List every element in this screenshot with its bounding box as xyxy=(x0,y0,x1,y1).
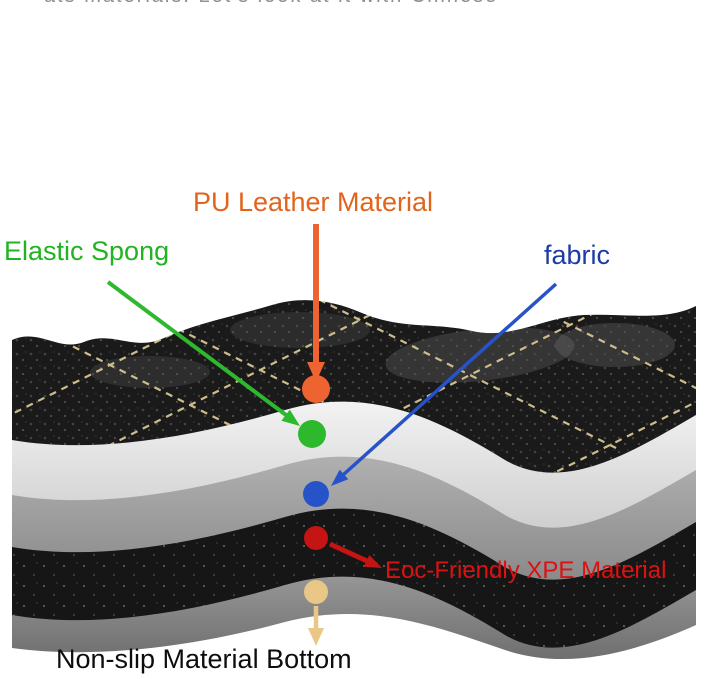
xpe-arrowhead xyxy=(363,555,382,568)
bottom-arrowhead xyxy=(308,628,324,646)
xpe-arrow-line xyxy=(328,541,369,564)
xpe-dot xyxy=(304,526,328,550)
elastic-sponge-label: Elastic Spong xyxy=(4,236,170,266)
non-slip-bottom-label: Non-slip Material Bottom xyxy=(56,644,352,674)
fabric-arrowhead xyxy=(331,469,349,486)
pu-leather-label: PU Leather Material xyxy=(192,187,434,217)
sponge-arrowhead xyxy=(281,409,300,426)
fabric-dot xyxy=(303,481,329,507)
pu-leather-arrowhead xyxy=(307,362,325,382)
sponge-dot xyxy=(298,420,326,448)
pu-leather-dot xyxy=(302,375,330,403)
layer-elastic-sponge xyxy=(12,396,696,528)
xpe-material-label: Eoc-Friendly XPE Material xyxy=(385,557,667,584)
bottom-dot xyxy=(304,580,328,604)
fabric-label: fabric xyxy=(543,240,611,270)
leather-grain-texture xyxy=(12,300,696,473)
fabric-arrow-line xyxy=(341,282,558,477)
sponge-arrow-line xyxy=(106,280,288,417)
top-cropped-text: ats materials. Let's look at it with Chi… xyxy=(44,0,498,8)
